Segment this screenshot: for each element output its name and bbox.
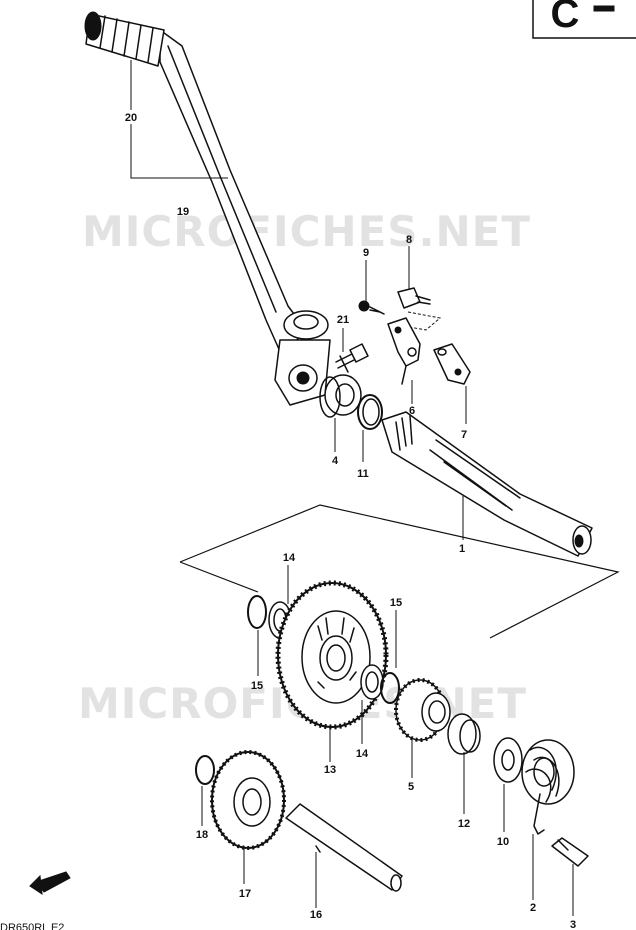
callout-14-top: 14	[283, 552, 296, 564]
callout-15-right: 15	[390, 597, 402, 609]
callout-18: 18	[196, 829, 208, 841]
circlip-15a	[247, 595, 267, 629]
callout-12: 12	[458, 818, 470, 830]
spacer-12	[447, 713, 481, 755]
section-code-box: C	[532, 0, 636, 39]
kick-idle-gear-17	[210, 750, 286, 850]
kick-starter-lever	[84, 11, 331, 406]
guide-6	[387, 317, 421, 385]
callout-8: 8	[406, 234, 412, 246]
section-code: C	[551, 0, 580, 36]
callout-7: 7	[461, 429, 467, 441]
callout-20: 20	[125, 112, 137, 124]
bolt-8	[397, 287, 431, 309]
circlip-15b	[380, 672, 400, 704]
idle-gear-shaft-16	[285, 803, 403, 892]
kick-starter-shaft-1	[381, 411, 593, 557]
plate-7	[433, 343, 471, 385]
bolt-21	[335, 343, 369, 373]
callout-10: 10	[497, 836, 509, 848]
oil-seal-4	[319, 374, 362, 418]
leader-lines	[130, 60, 574, 916]
washer-10	[493, 737, 523, 783]
callout-1: 1	[459, 543, 465, 555]
callout-5: 5	[408, 781, 414, 793]
return-spring-2	[521, 739, 575, 835]
callout-4: 4	[332, 455, 339, 467]
exploded-view-frame	[179, 504, 620, 639]
callout-13: 13	[324, 764, 336, 776]
screw-9	[358, 300, 385, 315]
watermark-top: MICROFICHES.NET	[82, 207, 531, 256]
callout-14-bottom: 14	[356, 748, 369, 760]
bolt-3	[551, 837, 589, 867]
callout-11: 11	[357, 468, 369, 480]
callout-21: 21	[337, 314, 349, 326]
kick-lever-boss	[274, 310, 331, 406]
figure-code: DR650RL E2	[0, 922, 64, 930]
callout-3: 3	[570, 919, 576, 930]
circlip-18	[195, 755, 215, 785]
callout-15-left: 15	[251, 680, 263, 692]
kick-drive-gear-13	[275, 580, 389, 730]
callout-2: 2	[530, 902, 536, 914]
callout-17: 17	[239, 888, 251, 900]
kick-lever-grip	[84, 11, 165, 67]
callout-16: 16	[310, 909, 322, 921]
callout-6: 6	[409, 405, 415, 417]
callout-9: 9	[363, 247, 369, 259]
callout-19: 19	[177, 206, 189, 218]
callouts: 20 19 9 8 21 6 7 4 11 1 14 15 15 14 13 5…	[125, 112, 576, 930]
circlip-11	[357, 394, 383, 430]
forward-arrow-icon	[29, 871, 71, 896]
kick-starter-ratchet-5	[394, 678, 451, 742]
washer-14b	[360, 664, 384, 700]
